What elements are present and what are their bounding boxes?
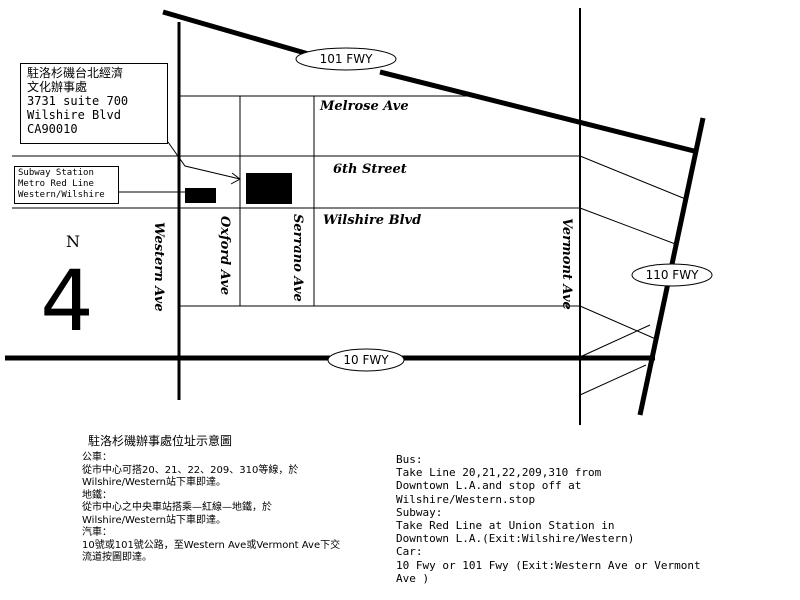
- office-pointer-arrowhead: [230, 172, 241, 185]
- en-line-subway-heading: Subway:: [396, 505, 443, 519]
- western-ave-label: Western Ave: [151, 222, 166, 312]
- ramp-south-a: [579, 324, 651, 358]
- zh-line-car-2: 流道按圖即達。: [82, 552, 152, 563]
- office-address-line-3: CA90010: [27, 122, 78, 136]
- office-name-line-1: 駐洛杉磯台北經濟: [27, 66, 124, 80]
- subway-line-2: Metro Red Line: [18, 179, 94, 189]
- fwy-101-line-east: [379, 69, 699, 155]
- ramp-lower: [579, 305, 659, 341]
- fwy-101-line-west: [162, 9, 313, 58]
- zh-line-bus-1: 從市中心可搭20、21、22、209、310等線，於: [82, 464, 299, 476]
- en-line-subway-1: Take Red Line at Union Station in: [396, 519, 615, 533]
- fwy-101-label: 101 FWY: [320, 52, 373, 66]
- vermont-ave-label: Vermont Ave: [559, 218, 574, 310]
- ramp-sixth: [579, 155, 689, 201]
- serrano-ave-label: Serrano Ave: [290, 214, 305, 302]
- office-address-line-1: 3731 suite 700: [27, 94, 129, 108]
- chinese-directions-title: 駐洛杉磯辦事處位址示意圖: [88, 434, 233, 448]
- zh-line-car-heading: 汽車：: [82, 527, 112, 538]
- en-line-car-heading: Car:: [396, 545, 423, 559]
- melrose-ave-label: Melrose Ave: [319, 99, 409, 114]
- en-line-bus-3: Wilshire/Western.stop: [396, 492, 536, 506]
- zh-line-car-1: 10號或101號公路，至Western Ave或Vermont Ave下交: [82, 539, 341, 551]
- office-building-marker: [246, 173, 292, 204]
- en-line-subway-2: Downtown L.A.(Exit:Wilshire/Western): [396, 532, 635, 546]
- english-directions: Bus: Take Line 20,21,22,209,310 from Dow…: [396, 453, 701, 585]
- fwy-101-shield: [295, 47, 397, 71]
- en-line-bus-1: Take Line 20,21,22,209,310 from: [396, 466, 602, 480]
- fwy-10-label: 10 FWY: [343, 353, 389, 367]
- zh-line-bus-2: Wilshire/Western站下車即達。: [82, 477, 226, 488]
- fwy-110-shield: [631, 263, 713, 287]
- subway-station-callout: Subway Station Metro Red Line Western/Wi…: [14, 166, 119, 204]
- zh-line-bus-heading: 公車：: [82, 452, 112, 463]
- subway-line-1: Subway Station: [18, 168, 94, 178]
- ramp-wilshire: [579, 207, 679, 246]
- sixth-street-label: 6th Street: [333, 162, 407, 177]
- zh-line-subway-2: Wilshire/Western站下車即達。: [82, 514, 226, 526]
- north-arrow-symbol: 4: [42, 254, 92, 344]
- office-name-line-2: 文化辦事處: [27, 80, 88, 94]
- en-line-car-2: Ave ): [396, 571, 430, 585]
- subway-line-3: Western/Wilshire: [18, 190, 105, 200]
- north-indicator-letter: N: [66, 232, 80, 251]
- zh-line-subway-heading: 地鐵：: [82, 489, 112, 501]
- chinese-directions: 公車： 從市中心可搭20、21、22、209、310等線，於 Wilshire/…: [82, 452, 382, 565]
- office-callout-pointer: [167, 141, 241, 180]
- office-address-line-2: Wilshire Blvd: [27, 108, 121, 122]
- oxford-ave-label: Oxford Ave: [217, 216, 232, 295]
- fwy-110-label: 110 FWY: [646, 268, 699, 282]
- office-address-callout: 駐洛杉磯台北經濟 文化辦事處 3731 suite 700 Wilshire B…: [20, 63, 168, 144]
- zh-line-subway-1: 從市中心之中央車站搭乘—紅線—地鐵，於: [82, 502, 272, 513]
- fwy-10-shield: [327, 348, 405, 372]
- en-line-car-1: 10 Fwy or 101 Fwy (Exit:Western Ave or V…: [396, 558, 701, 572]
- north-arrow-icon: 4: [42, 254, 92, 344]
- ramp-south-b: [579, 364, 647, 396]
- wilshire-blvd-label: Wilshire Blvd: [323, 213, 421, 228]
- subway-station-marker: [185, 188, 216, 203]
- en-line-bus-2: Downtown L.A.and stop off at: [396, 479, 582, 493]
- en-line-bus-heading: Bus:: [396, 453, 423, 466]
